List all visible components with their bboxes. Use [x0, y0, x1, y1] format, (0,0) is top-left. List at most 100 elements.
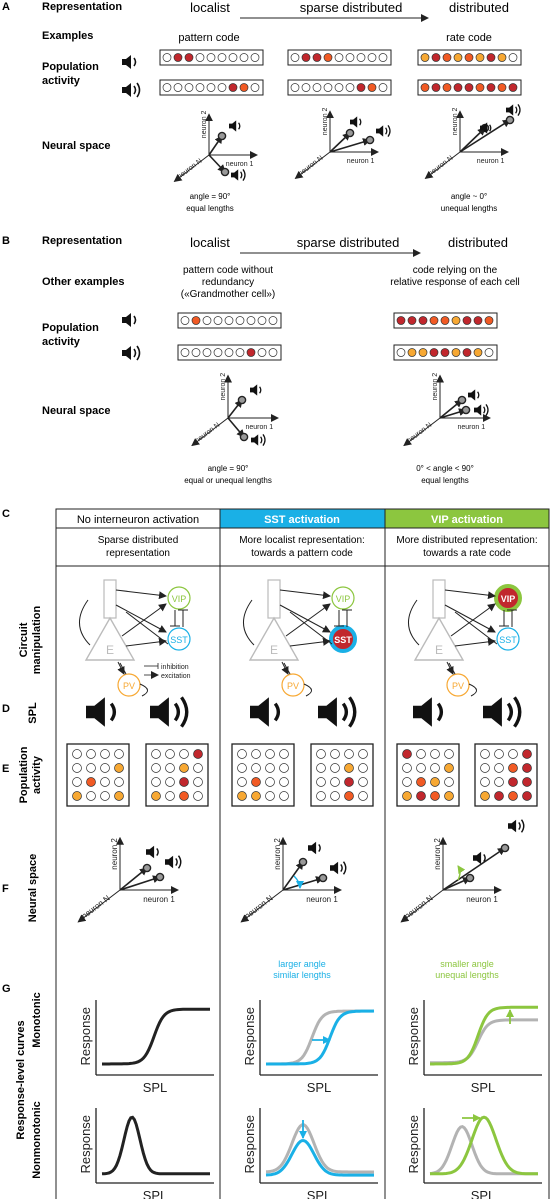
row-a1-localist-soft [159, 49, 264, 66]
desc-vip-1: More distributed representation: [396, 535, 537, 546]
neuron-8 [367, 83, 377, 92]
grid-sst-loud [310, 743, 374, 807]
row-label-circuit-2: manipulation [31, 606, 43, 675]
neuron-8 [473, 316, 483, 325]
row-label-spl: SPL [27, 702, 39, 724]
axis-label-neuron-n: neuron N [297, 155, 324, 178]
conn-input-vip [444, 589, 496, 600]
panel-letter-g: G [2, 983, 11, 995]
conn-input-sst [279, 604, 331, 633]
neuron-6 [475, 83, 485, 92]
speaker-soft-icon [248, 695, 281, 729]
neuron-9 [268, 348, 278, 357]
pv-self-loop [303, 683, 312, 697]
example-left-2: redundancy [202, 277, 254, 288]
neuron-6 [345, 53, 355, 62]
neuron-1 [396, 316, 406, 325]
sst-node [167, 627, 191, 651]
neuron-4 [323, 83, 333, 92]
examples-label: Examples [42, 30, 93, 42]
conn-e-sst [454, 637, 496, 647]
neuron-3 [184, 53, 194, 62]
neuron-5 [464, 83, 474, 92]
neuron-r1c2 [494, 749, 504, 759]
speaker-soft-icon [145, 844, 159, 860]
vip-label: VIP [172, 594, 187, 604]
desc-none-1: Sparse distributed [98, 535, 179, 546]
input-rect [267, 579, 281, 619]
conn-sst-input [125, 611, 169, 645]
vector-loud-endpoint [461, 405, 471, 415]
neuron-r2c1 [480, 763, 490, 773]
neuron-r2c4 [522, 763, 532, 773]
neuron-r1c4 [193, 749, 203, 759]
neuron-r4c2 [416, 791, 426, 801]
population-label-line1: Population [42, 61, 99, 73]
neuron-r2c4 [444, 763, 454, 773]
panel-letter-d: D [2, 703, 10, 715]
neuron-6 [475, 53, 485, 62]
note-a-left-1: angle = 90° [190, 192, 231, 201]
note-b-right-1: 0° < angle < 90° [416, 464, 474, 473]
neuron-r1c2 [330, 749, 340, 759]
neural-space-label-b: Neural space [42, 405, 110, 417]
neuron-9 [378, 53, 388, 62]
e-self-loop [408, 599, 420, 646]
speaker-soft-icon [249, 383, 262, 397]
neuron-r2c2 [416, 763, 426, 773]
x-label: SPL [471, 1080, 496, 1095]
neuron-3 [312, 83, 322, 92]
speaker-loud-icon [481, 695, 522, 729]
neuron-r1c1 [237, 749, 247, 759]
neuron-r1c3 [508, 749, 518, 759]
neuron-7 [356, 53, 366, 62]
neuron-3 [442, 53, 452, 62]
neuron-r2c1 [316, 763, 326, 773]
vector-soft-endpoint [142, 863, 152, 873]
x-label: SPL [307, 1188, 332, 1199]
neuron-5 [334, 83, 344, 92]
neuron-r3c3 [344, 777, 354, 787]
conn-sst-input [289, 611, 333, 645]
neuron-r2c4 [114, 763, 124, 773]
neuron-4 [195, 83, 205, 92]
neuron-r4c4 [279, 791, 289, 801]
curve-sst [265, 1139, 374, 1177]
curve-control [265, 1123, 374, 1174]
neuron-r2c3 [100, 763, 110, 773]
axis-label-neuron-n: neuron N [243, 893, 275, 920]
neuron-r3c2 [86, 777, 96, 787]
neuron-r3c2 [330, 777, 340, 787]
conn-e-vip [450, 603, 496, 637]
vector-loud-endpoint [155, 872, 165, 882]
speaker-loud-icon [375, 124, 391, 138]
speaker-loud-icon [473, 403, 489, 417]
x-label: SPL [143, 1188, 168, 1199]
axis-label-neuron-2: neuron 2 [433, 838, 442, 870]
sst-angle-arrow [293, 875, 304, 889]
neuron-r1c3 [430, 749, 440, 759]
note-b-left-2: equal or unequal lengths [184, 476, 272, 485]
neuron-r1c1 [72, 749, 82, 759]
grid-sst-soft [231, 743, 295, 807]
e-self-loop [243, 599, 255, 646]
neuron-9 [508, 83, 518, 92]
neuron-9 [378, 83, 388, 92]
neuron-r3c3 [179, 777, 189, 787]
neuron-r4c1 [480, 791, 490, 801]
row-b1-localist-soft [177, 312, 282, 329]
neuron-r3c1 [316, 777, 326, 787]
vip-angle-arrow [457, 865, 466, 881]
scale-localist-b: localist [190, 235, 230, 250]
axis-label-neuron-n: neuron N [80, 893, 112, 920]
neuron-r3c1 [237, 777, 247, 787]
pv-node [281, 673, 305, 697]
sst-note-1: larger angle [278, 959, 326, 969]
neuron-5 [206, 83, 216, 92]
neuron-7 [462, 348, 472, 357]
